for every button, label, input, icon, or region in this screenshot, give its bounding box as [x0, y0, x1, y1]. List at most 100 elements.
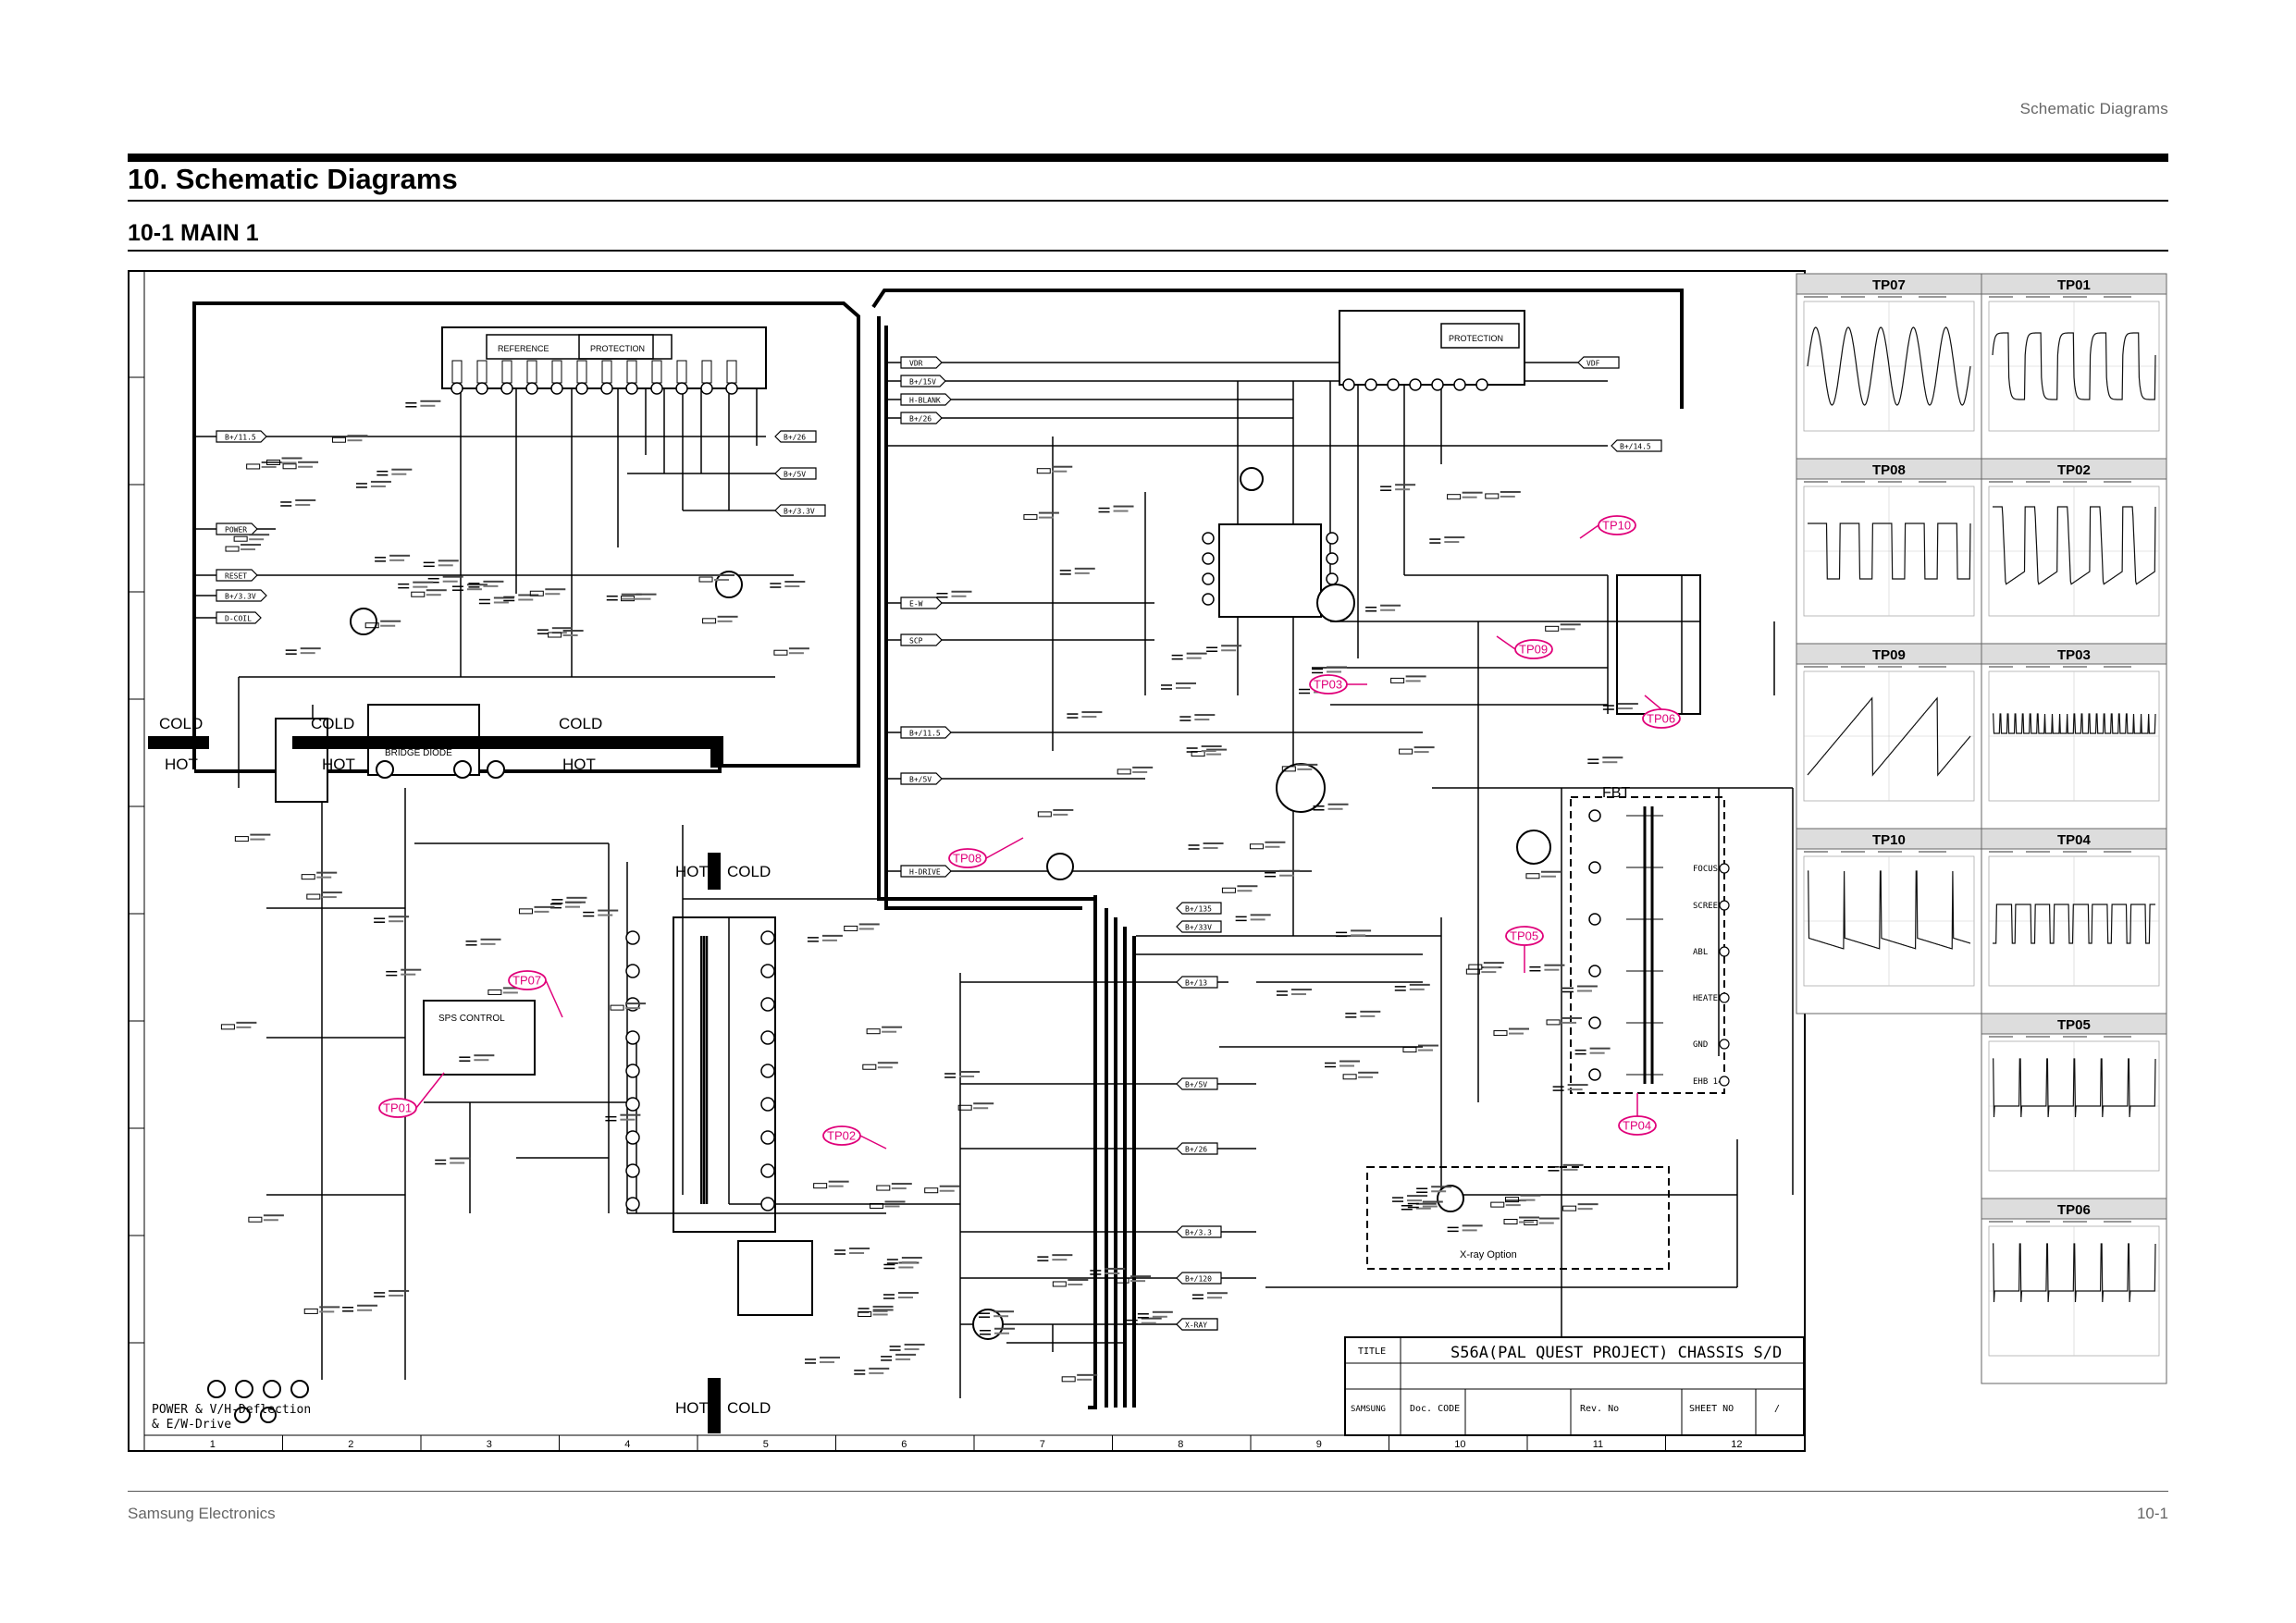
scope-readout-mark [2026, 296, 2050, 298]
component-ref-mark [518, 594, 539, 596]
component-ref-mark [1052, 465, 1073, 468]
component-ref-mark [466, 584, 488, 586]
component-value-mark [625, 1007, 641, 1010]
scope-readout-mark [1878, 481, 1902, 483]
ic-pin [700, 382, 713, 395]
ic-ew-driver [1218, 523, 1322, 618]
page-number: 10-1 [2136, 1505, 2168, 1522]
net-tag [900, 865, 952, 878]
net-tag [216, 611, 262, 624]
component-ref-mark [959, 1071, 981, 1074]
component-value-mark [357, 1309, 373, 1311]
component-value-mark [1290, 993, 1306, 996]
component-value-mark [1602, 761, 1618, 764]
tp-leader [1496, 635, 1516, 650]
component-value-mark [1351, 934, 1366, 937]
resistor-symbol [1390, 677, 1405, 683]
component-value-mark [858, 928, 874, 930]
resistor-symbol [1493, 1030, 1508, 1037]
net-tag-label: RESET [225, 572, 247, 581]
ic-pin-cell [476, 360, 488, 384]
company-name: SAMSUNG [1351, 1405, 1386, 1414]
component-value-mark [450, 1162, 465, 1164]
test-point-label: TP03 [1314, 678, 1342, 692]
component-ref-mark [1038, 511, 1059, 514]
header-rule [128, 200, 2168, 202]
net-tag-label: B+/13 [1185, 979, 1207, 988]
resistor-symbol [1037, 811, 1052, 818]
component-value-mark [370, 485, 386, 487]
component-value-mark [1221, 649, 1237, 652]
deflection-yoke [1616, 574, 1701, 715]
scope-label: TP03 [2057, 647, 2091, 663]
net-tag [900, 412, 943, 424]
bottom-cold: COLD [727, 1399, 771, 1417]
component-ref-mark [263, 1214, 284, 1217]
transistor-q2 [350, 608, 377, 635]
component-value-mark [1562, 1021, 1577, 1024]
fbt-connector-label: FOCUS [1693, 865, 1718, 874]
component-value-mark [241, 548, 256, 551]
net-tag [216, 569, 258, 582]
running-header: Schematic Diagrams [2019, 100, 2168, 117]
ic-pin [1453, 378, 1466, 391]
fbt-pin [1588, 1068, 1601, 1081]
subsection-title: 10-1 MAIN 1 [128, 220, 259, 246]
component-value-mark [1562, 1168, 1578, 1171]
relay-box [275, 718, 328, 803]
fbt-pin [1588, 861, 1601, 874]
fbt-pin [1588, 1016, 1601, 1029]
footer-rule [128, 1491, 2168, 1492]
net-tag-label: B+/3.3 [1185, 1229, 1212, 1237]
net-tag [1176, 976, 1218, 989]
tp-leader [859, 1135, 887, 1150]
component-ref-mark [420, 400, 441, 402]
component-ref-mark [564, 901, 586, 904]
resistor-symbol [301, 874, 315, 880]
component-ref-mark [401, 968, 422, 971]
fbt-connector-label: ABL [1693, 948, 1708, 957]
resistor-symbol [1342, 1074, 1357, 1080]
photo-coupler [737, 1240, 813, 1316]
ic-pin-cell [701, 360, 712, 384]
net-tag [900, 393, 952, 406]
component-ref-mark [1409, 983, 1430, 986]
component-value-mark [1327, 807, 1343, 810]
component-value-mark [298, 465, 314, 468]
mid-cold: COLD [727, 863, 771, 880]
component-ref-mark [1360, 1010, 1381, 1013]
transformer-pin [625, 1097, 640, 1112]
net-tag [1176, 1272, 1222, 1285]
component-ref-mark [1519, 1216, 1540, 1219]
component-value-mark [1194, 719, 1210, 721]
resistor-symbol [1545, 625, 1560, 632]
resistor-symbol [1117, 768, 1131, 775]
component-ref-mark [904, 1343, 925, 1346]
ic-pin-cell [626, 360, 637, 384]
scope-label: TP10 [1872, 832, 1906, 848]
ic-pin [650, 382, 663, 395]
ic-pin-cell [726, 360, 737, 384]
component-value-mark [1422, 1205, 1438, 1208]
component-value-mark [483, 584, 499, 587]
transformer-pin [760, 1197, 775, 1211]
resistor-symbol [1281, 766, 1296, 772]
component-value-mark [901, 1261, 917, 1264]
component-value-mark [1105, 1272, 1120, 1274]
component-value-mark [1176, 686, 1191, 689]
component-value-mark [1505, 1204, 1521, 1207]
resistor-symbol [529, 590, 544, 596]
component-ref-mark [884, 1200, 906, 1203]
component-value-mark [1201, 750, 1216, 753]
component-value-mark [872, 1313, 888, 1316]
component-value-mark [413, 585, 428, 588]
ic-pin [1409, 378, 1422, 391]
component-value-mark [1576, 990, 1592, 992]
component-ref-mark [295, 498, 316, 501]
resistor-symbol [331, 436, 346, 443]
section-title: 10. Schematic Diagrams [128, 163, 458, 195]
ic-reference-label: REFERENCE [498, 344, 549, 353]
component-ref-mark [598, 909, 619, 912]
ic-pin [625, 382, 638, 395]
component-value-mark [891, 1187, 907, 1190]
